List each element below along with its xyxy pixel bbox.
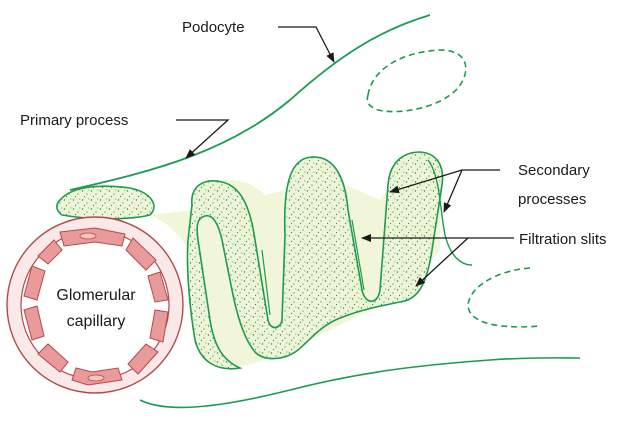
podocyte-leader [278,27,334,62]
label-capillary-line2: capillary [67,313,126,330]
nucleus-outline [367,50,466,112]
label-primary-process: Primary process [20,112,128,129]
label-capillary-line1: Glomerular [56,287,136,304]
label-filtration-slits: Filtration slits [519,231,607,248]
label-podocyte: Podocyte [182,19,245,36]
label-secondary-processes-line1: Secondary [518,162,590,179]
podocyte-cell-membrane [70,15,430,190]
primary-process [57,186,154,219]
label-secondary-processes-line2: processes [518,191,586,208]
glomerular-capillary [7,217,183,393]
basement-membrane [140,358,580,408]
adjacent-nucleus-outline [468,268,540,327]
secondary-processes-leader-2 [444,170,462,212]
